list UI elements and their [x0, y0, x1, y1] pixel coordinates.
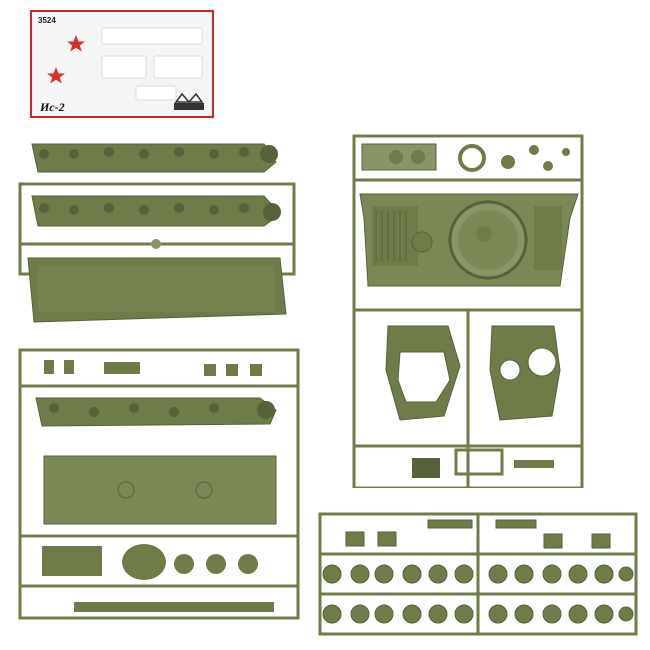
- sprue-hull-turret-photo: [348, 130, 590, 488]
- red-star-icon: [67, 35, 85, 52]
- sprue-hull-sides-photo: [14, 134, 300, 330]
- white-tactical-numbers-decals: [101, 27, 203, 101]
- red-star-icon: [47, 67, 65, 84]
- sprue-lower-hull-photo: [14, 346, 306, 622]
- decal-sheet: 3524 Ис-2: [30, 10, 214, 118]
- zvezda-logo-icon: [174, 92, 204, 110]
- decal-model-name: Ис-2: [40, 100, 65, 114]
- decal-code: 3524: [38, 16, 56, 25]
- sprue-road-wheels-photo: [316, 510, 640, 638]
